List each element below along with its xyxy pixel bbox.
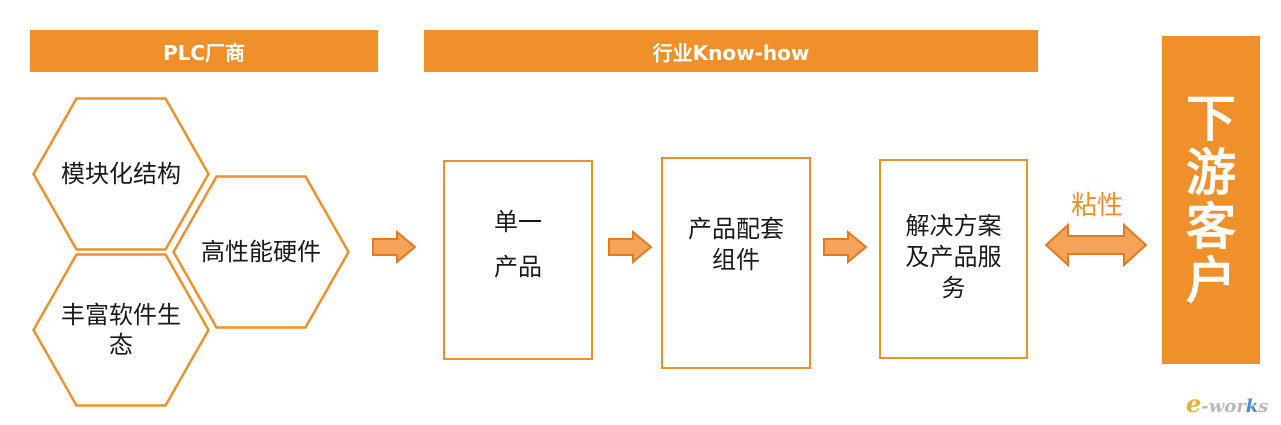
right-arrow-icon [608,230,653,264]
stage-label-line: 解决方案 [905,212,1002,240]
stage-single-product: 单一 产品 [443,160,593,360]
stage-label-line: 务 [941,274,966,303]
eworks-logo: e-works [1186,389,1269,418]
stage-label-line: 产品 [494,253,542,282]
hexagon-outline [32,253,210,407]
customer-char: 下 [1186,90,1236,148]
customer-char: 户 [1186,252,1236,310]
customer-char: 游 [1186,144,1236,202]
stickiness-label: 粘性 [1070,191,1123,221]
stage-label-line: 及产品服 [905,243,1002,272]
hexagon-label: 模块化结构 [61,160,181,188]
double-arrow-icon [1044,222,1148,268]
stage-solution-and-service: 解决方案 及产品服 务 [879,159,1028,359]
hexagon-outline [32,97,210,251]
hexagon-rich-software-ecosystem: 丰富软件生态 [32,253,210,407]
industry-know-how-banner: 行业Know-how [424,30,1038,72]
stage-label-line: 单一 [494,208,542,236]
right-arrow-icon [823,230,868,264]
stage-label-line: 产品配套 [688,215,784,243]
hexagon-high-performance-hardware: 高性能硬件 [172,175,350,329]
customer-char: 客 [1186,198,1236,256]
hexagon-label: 丰富软件生态 [61,301,181,359]
stage-product-kit: 产品配套 组件 [661,157,811,369]
hexagon-modular-structure: 模块化结构 [32,97,210,251]
right-arrow-icon [372,230,417,264]
downstream-customer-box: 下 游 客 户 [1162,36,1260,364]
hexagon-label: 高性能硬件 [201,238,321,266]
plc-vendor-banner: PLC厂商 [30,30,378,72]
stage-label-line: 组件 [712,246,760,275]
hexagon-outline [172,175,350,329]
